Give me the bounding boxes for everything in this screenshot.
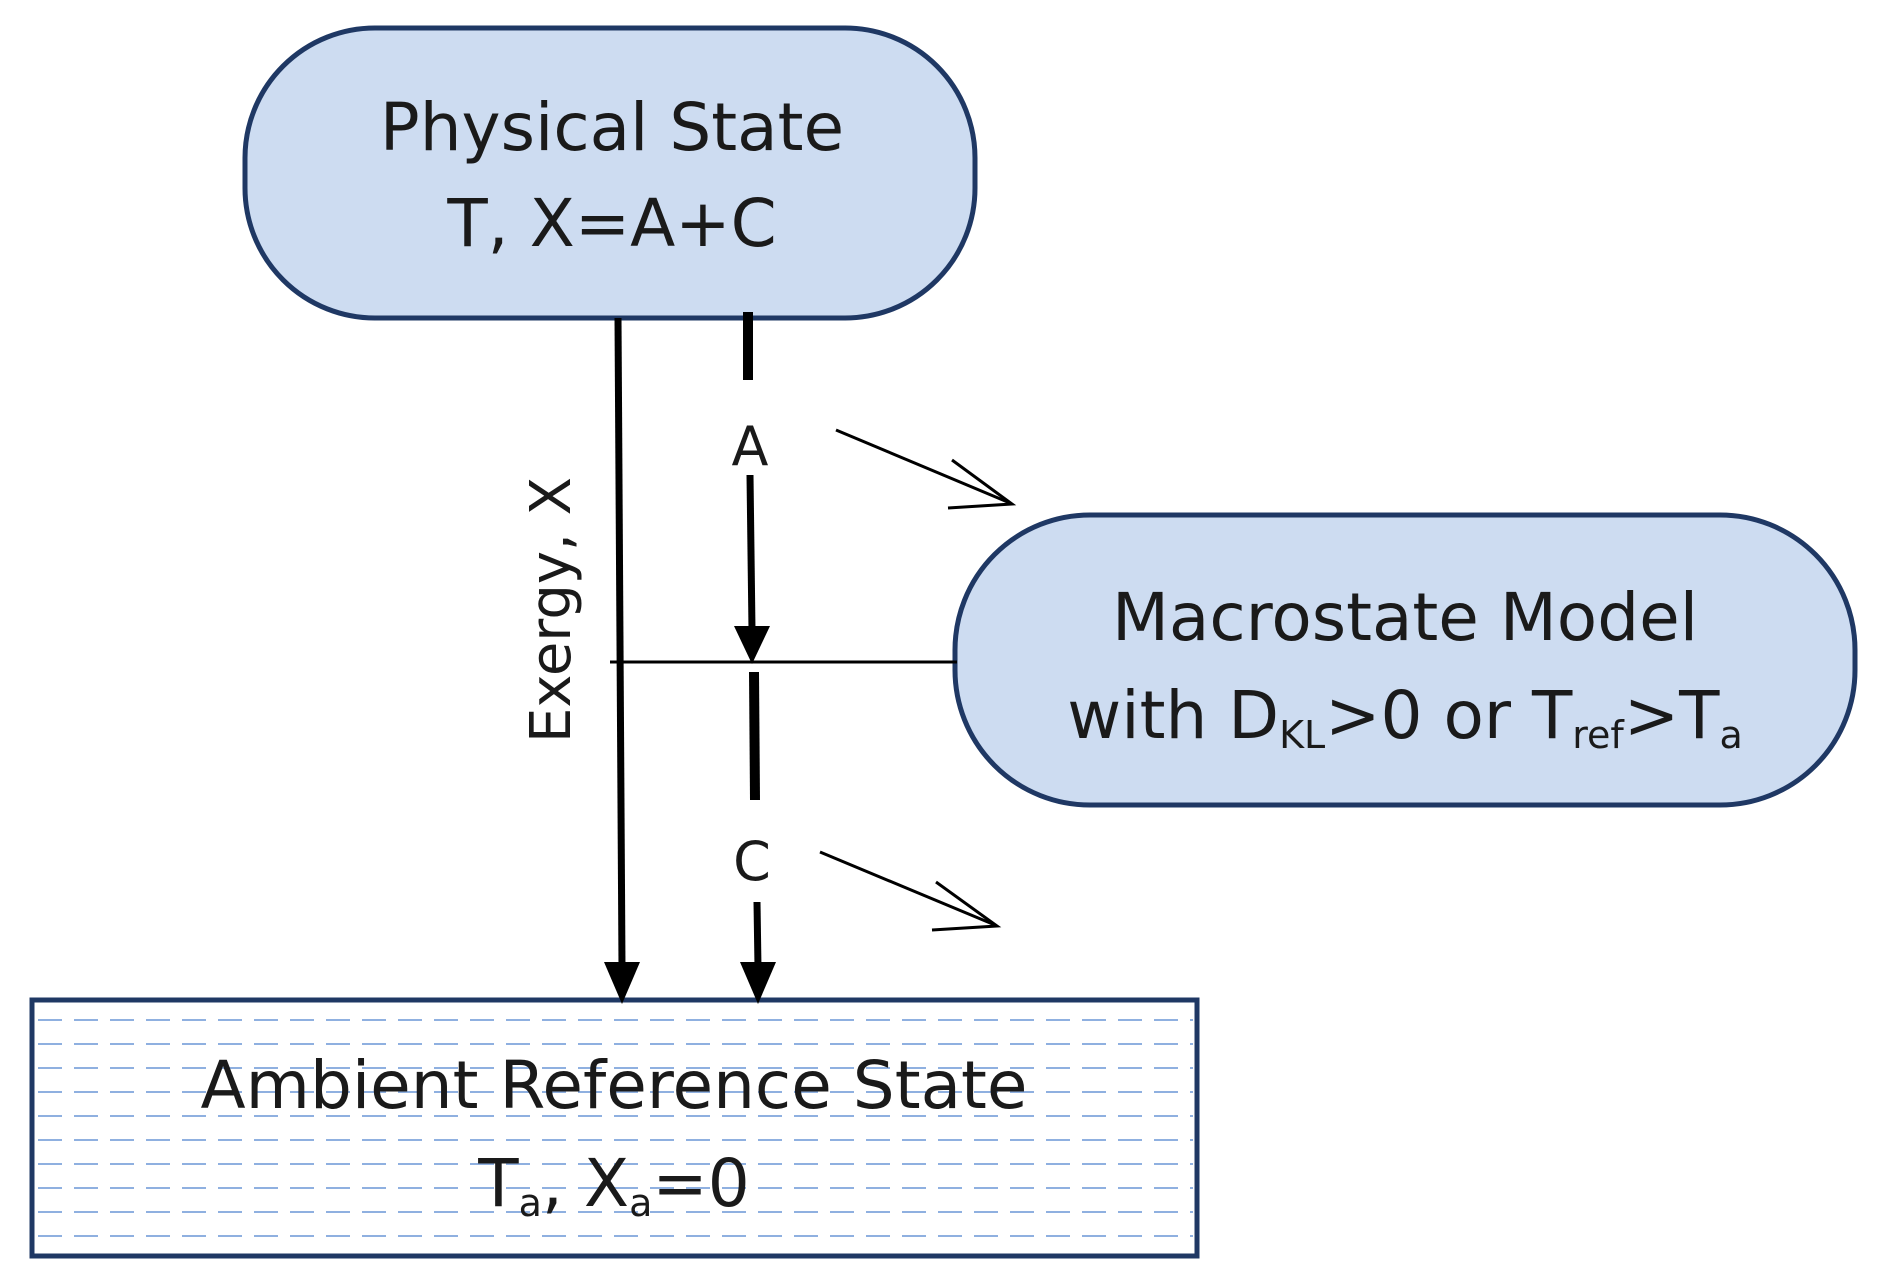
macrostate-model-title: Macrostate Model (1112, 579, 1698, 656)
physical-state-title: Physical State (380, 89, 844, 166)
exergy-arrow (604, 317, 640, 1004)
ambient-reference-formula: Ta, Xa=0 (477, 1145, 749, 1225)
physical-state-node: Physical State T, X=A+C (242, 25, 978, 321)
ambient-reference-node: Ambient Reference State Ta, Xa=0 (29, 997, 1200, 1259)
arrow-c (740, 671, 776, 1004)
macrostate-model-node: Macrostate Model with DKL>0 or Tref>Ta (952, 512, 1858, 808)
label-c: C (733, 830, 771, 893)
macrostate-model-condition: with DKL>0 or Tref>Ta (1067, 677, 1742, 757)
physical-state-formula: T, X=A+C (446, 185, 776, 262)
ambient-reference-title: Ambient Reference State (201, 1047, 1028, 1124)
label-a: A (732, 415, 769, 478)
thin-arrow-a (835, 428, 1017, 510)
exergy-label: Exergy, X (519, 477, 584, 743)
thin-arrow-c (819, 850, 1002, 932)
arrow-a (734, 312, 770, 664)
